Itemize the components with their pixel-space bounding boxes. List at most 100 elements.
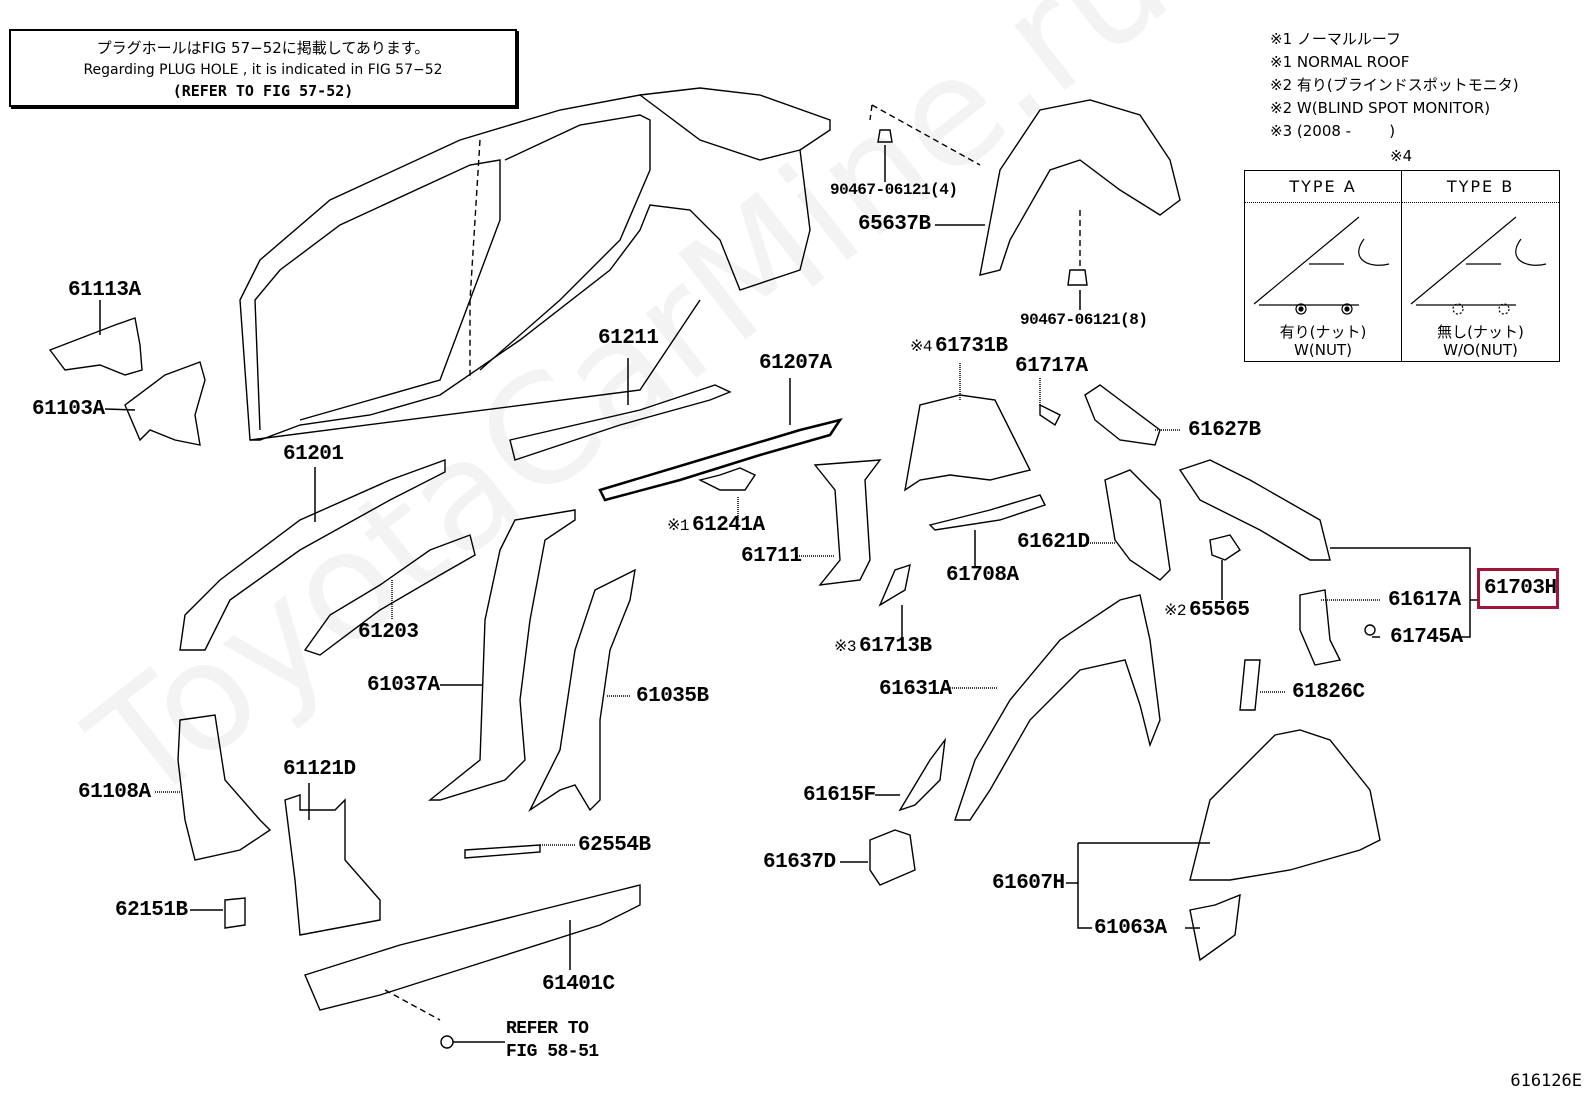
type-b-caption-jp: 無し(ナット) <box>1437 323 1524 341</box>
bolt-dashed-leader <box>384 989 441 1021</box>
label-62151B[interactable]: 62151B <box>115 899 188 922</box>
legend-item-1-jp: ※1 ノーマルルーフ <box>1270 30 1401 48</box>
label-61708A[interactable]: 61708A <box>946 564 1019 587</box>
part-61607H-drawing <box>1189 729 1381 881</box>
label-61108A[interactable]: 61108A <box>78 781 151 804</box>
label-61631A[interactable]: 61631A <box>879 678 952 701</box>
label-61621D[interactable]: 61621D <box>1017 531 1090 554</box>
label-61211[interactable]: 61211 <box>598 327 659 350</box>
part-62554B-drawing <box>464 844 541 859</box>
part-61717A-drawing <box>1039 403 1061 427</box>
part-61108A-drawing <box>177 714 272 861</box>
label-61711[interactable]: 61711 <box>741 545 802 568</box>
label-61826C[interactable]: 61826C <box>1292 681 1365 704</box>
part-65637B-drawing <box>979 99 1181 276</box>
type-a-illustration <box>1253 216 1390 315</box>
label-90467-06121-4[interactable]: 90467-06121(4) <box>830 181 958 199</box>
label-61241A-text: 61241A <box>692 514 765 537</box>
part-62151B-drawing <box>224 897 246 929</box>
label-61401C[interactable]: 61401C <box>542 973 615 996</box>
clip-8-drawing <box>1067 269 1088 286</box>
part-61708A-drawing <box>928 494 1046 531</box>
legend-item-2-jp: ※2 有り(ブラインドスポットモニタ) <box>1270 76 1519 94</box>
type-comparison-table: TYPE A TYPE B 有り(ナット)W(NUT) 無し(ナット)W/O(N… <box>1244 170 1560 362</box>
part-65565-drawing <box>1209 534 1241 561</box>
type-a-cell: 有り(ナット)W(NUT) <box>1245 203 1402 361</box>
part-61745A-drawing <box>1364 624 1376 636</box>
part-61035B-drawing <box>528 568 636 813</box>
refer-fig-58-51-line2[interactable]: FIG 58-51 <box>506 1042 599 1062</box>
part-61617A-drawing <box>1299 589 1342 666</box>
label-61121D[interactable]: 61121D <box>283 758 356 781</box>
label-61615F[interactable]: 61615F <box>803 784 876 807</box>
refer-fig-58-51-line1[interactable]: REFER TO <box>506 1019 589 1039</box>
label-90467-06121-8[interactable]: 90467-06121(8) <box>1020 311 1148 329</box>
bolt-drawing <box>440 1035 454 1049</box>
note-line-en: Regarding PLUG HOLE , it is indicated in… <box>83 62 443 78</box>
part-61826C-drawing <box>1239 659 1261 711</box>
part-61207A-drawing <box>598 418 843 502</box>
label-61713B-text: 61713B <box>859 635 932 658</box>
leader-lines <box>99 145 1477 970</box>
label-61703H[interactable]: 61703H <box>1484 577 1557 600</box>
label-61103A[interactable]: 61103A <box>32 398 105 421</box>
label-61063A[interactable]: 61063A <box>1094 917 1167 940</box>
label-61717A[interactable]: 61717A <box>1015 355 1088 378</box>
part-61637D-drawing <box>869 829 916 886</box>
part-61711-drawing <box>813 459 882 586</box>
label-61035B[interactable]: 61035B <box>636 685 709 708</box>
part-61713B-drawing <box>878 563 911 607</box>
type-b-cell: 無し(ナット)W/O(NUT) <box>1402 203 1559 361</box>
part-61103A-drawing <box>124 361 206 446</box>
label-65637B[interactable]: 65637B <box>858 213 931 236</box>
plug-hole-note: プラグホールはFIG 57−52に掲載してあります。 Regarding PLU… <box>9 29 517 107</box>
note-line-ref: (REFER TO FIG 57-52) <box>172 82 354 100</box>
part-61401C-drawing <box>304 884 641 1011</box>
legend-item-3: ※3 (2008 - ) <box>1270 122 1396 140</box>
type-b-illustration <box>1410 216 1547 315</box>
label-61607H[interactable]: 61607H <box>992 872 1065 895</box>
part-61211-drawing <box>509 384 732 461</box>
part-61731B-drawing <box>904 394 1032 492</box>
side-outer-panel-drawing <box>239 87 831 441</box>
label-65565-text: 65565 <box>1189 599 1250 622</box>
part-61037A-drawing <box>428 509 576 801</box>
part-61241A-drawing <box>697 467 757 491</box>
legend-mark-4: ※4 <box>1390 147 1413 165</box>
label-61037A[interactable]: 61037A <box>367 674 440 697</box>
part-61121D-drawing <box>284 794 381 936</box>
footnote-mark-3: ※3 <box>834 638 857 656</box>
legend-item-1-en: ※1 NORMAL ROOF <box>1270 53 1410 71</box>
footnote-mark-2: ※2 <box>1164 602 1187 620</box>
label-61207A[interactable]: 61207A <box>759 352 832 375</box>
label-61627B[interactable]: 61627B <box>1188 419 1261 442</box>
label-62554B[interactable]: 62554B <box>578 834 651 857</box>
type-a-header: TYPE A <box>1245 171 1402 203</box>
label-61745A[interactable]: 61745A <box>1390 626 1463 649</box>
type-b-caption-en: W/O(NUT) <box>1443 341 1518 359</box>
label-61201[interactable]: 61201 <box>283 443 344 466</box>
label-61203[interactable]: 61203 <box>358 621 419 644</box>
part-61063A-drawing <box>1189 893 1241 962</box>
part-61201-drawing <box>179 459 446 651</box>
label-61617A[interactable]: 61617A <box>1388 589 1461 612</box>
part-61113A-drawing <box>48 317 143 376</box>
legend-item-2-en: ※2 W(BLIND SPOT MONITOR) <box>1270 99 1491 117</box>
part-61631A-drawing <box>954 594 1161 821</box>
label-61637D[interactable]: 61637D <box>763 851 836 874</box>
part-61615F-drawing <box>898 737 947 812</box>
figure-number: 616126E <box>1510 1071 1582 1091</box>
type-b-header: TYPE B <box>1402 171 1559 203</box>
part-61627B-drawing <box>1084 384 1161 446</box>
highlight-box-61703H <box>1477 568 1559 609</box>
label-61113A[interactable]: 61113A <box>68 279 141 302</box>
part-61203-drawing <box>303 534 476 656</box>
type-a-caption-en: W(NUT) <box>1294 341 1352 359</box>
footnote-legend: ※1 ノーマルルーフ ※1 NORMAL ROOF ※2 有り(ブラインドスポッ… <box>1270 28 1519 165</box>
part-61703H-upper-drawing <box>1178 459 1331 561</box>
